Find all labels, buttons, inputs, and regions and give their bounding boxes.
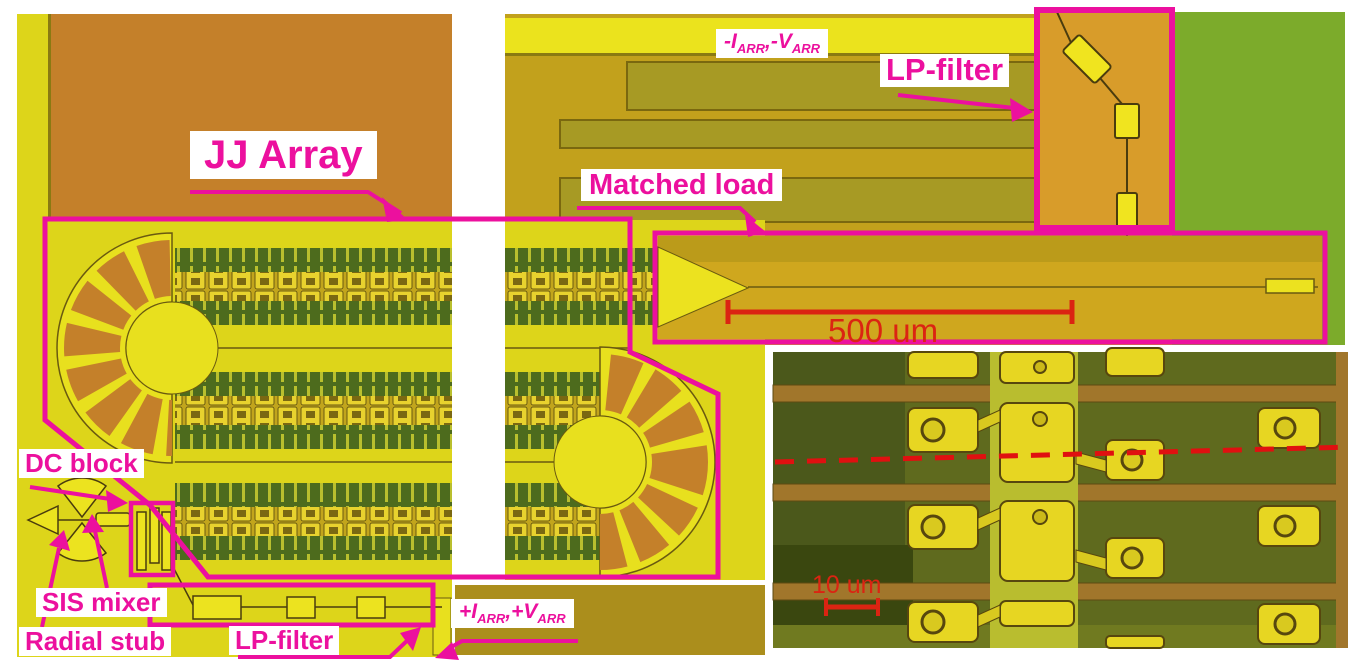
dc-block-label: DC block [19, 449, 144, 479]
radial-stub-label: Radial stub [19, 627, 172, 657]
mixer-structure [26, 477, 194, 606]
jj-array-rows [130, 248, 656, 560]
lp-filter-top-structure [1037, 10, 1172, 287]
sis-mixer-label: SIS mixer [36, 588, 167, 618]
matched-load-structure [657, 236, 1322, 339]
feed-taper [26, 504, 59, 536]
jj-array-outline [42, 216, 721, 580]
pos-bias-label: +IARR,+VARR [451, 599, 574, 628]
bias-slot-bar [559, 119, 1073, 149]
lp-filter-bottom-arrow [238, 634, 414, 659]
array-bend-left [56, 232, 219, 464]
jj-array-label: JJ Array [190, 131, 377, 179]
scale-500um-label: 500 um [828, 312, 939, 349]
matched-load-arrow [577, 206, 757, 224]
lp-filter-bottom-structure [192, 595, 442, 620]
scale-10um-label: 10 um [812, 571, 882, 599]
dc-block-arrow [29, 485, 111, 501]
sis-mixer-arrow [93, 530, 109, 589]
scale-bar-500um [725, 300, 1075, 324]
lp-filter-bottom-label: LP-filter [229, 626, 340, 656]
scale-bar-10um [824, 598, 880, 616]
impedance-section [95, 512, 131, 527]
matched-load-box [652, 230, 1328, 345]
neg-bias-label: -IARR,-VARR [716, 29, 829, 58]
matched-load-label: Matched load [581, 169, 783, 202]
lp-filter-top-box [1034, 7, 1175, 231]
splice-gap [452, 0, 505, 580]
dc-block-box [128, 500, 176, 578]
inset-micrograph [772, 347, 1351, 649]
array-bend-right [553, 346, 716, 578]
lp-filter-top-arrow [897, 93, 1015, 110]
lp-filter-top-label: LP-filter [880, 53, 1010, 87]
